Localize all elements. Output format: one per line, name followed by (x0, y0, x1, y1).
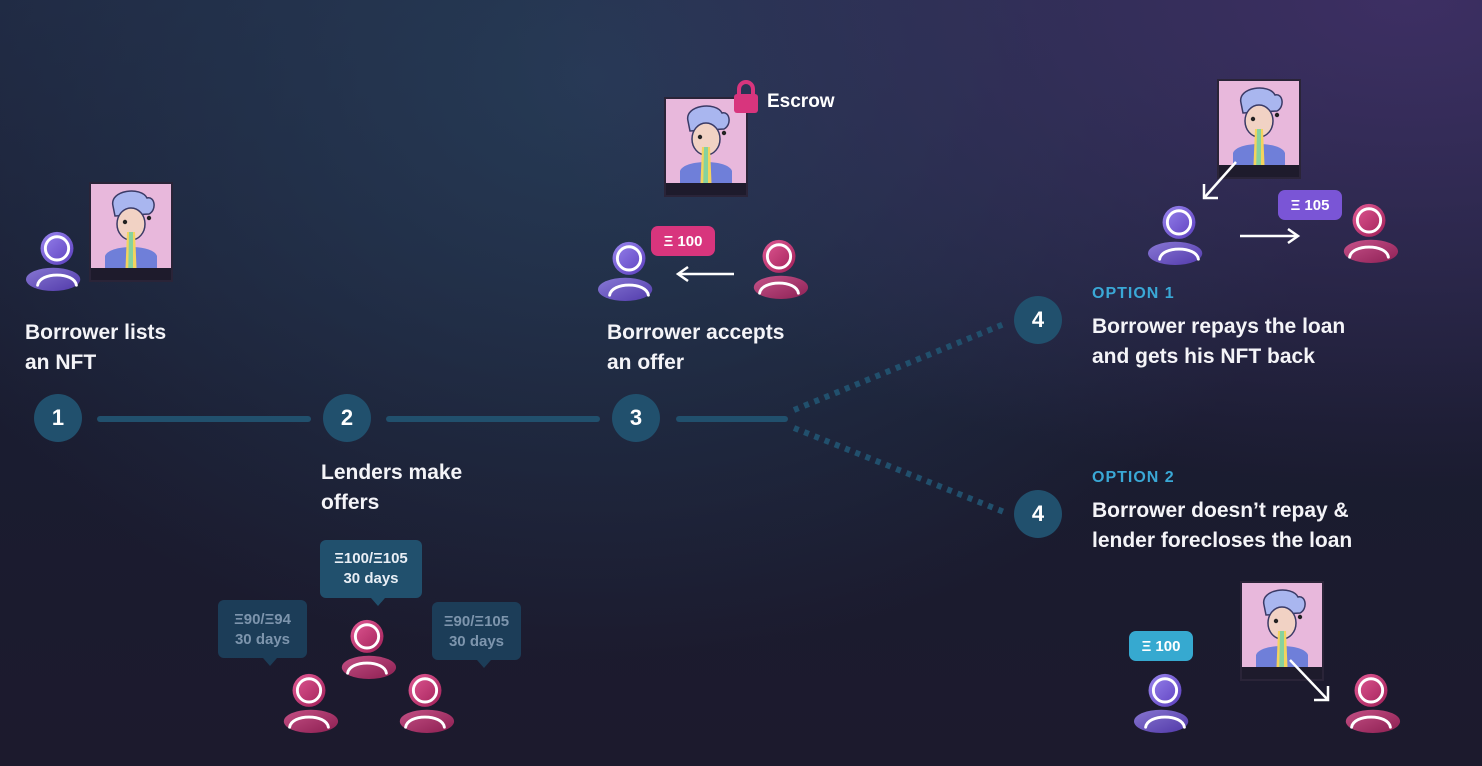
timeline-segment-1-2 (97, 416, 311, 422)
nft-card-escrow (664, 97, 748, 197)
offer-bubble-2: Ξ100/Ξ105 30 days (320, 540, 422, 606)
step-2-title: Lenders make offers (321, 461, 463, 514)
option-1-title: Borrower repays the loan and gets his NF… (1092, 315, 1346, 368)
repay-amount-badge: Ξ 105 (1278, 190, 1342, 220)
lender-avatar-option-1 (1338, 200, 1400, 264)
step-1-title: Borrower lists an NFT (25, 321, 167, 374)
nft-transfer-arrow-icon (1289, 659, 1330, 702)
step-2-circle: 2 (323, 394, 371, 442)
lender-avatar-option-2 (1340, 670, 1402, 734)
step-4-option-1-circle: 4 (1014, 296, 1062, 344)
arrow-left-icon (675, 265, 734, 283)
timeline-segment-3-branch (676, 416, 788, 422)
lender-avatar-step-3 (748, 236, 810, 300)
nft-card-option-1 (1217, 79, 1301, 179)
step-3-title: Borrower accepts an offer (607, 321, 785, 374)
option-2-title: Borrower doesn’t repay & lender foreclos… (1092, 499, 1353, 552)
escrow-label: Escrow (767, 91, 835, 112)
timeline-segment-2-3 (386, 416, 600, 422)
borrower-avatar-option-2 (1134, 670, 1196, 734)
accepted-offer-badge: Ξ 100 (651, 226, 715, 256)
borrower-avatar-step-1 (26, 228, 88, 292)
option-1-label: OPTION 1 (1092, 285, 1175, 302)
option-2-label: OPTION 2 (1092, 469, 1175, 486)
branch-dotted-lines (792, 321, 1006, 515)
borrower-avatar-option-1 (1148, 202, 1210, 266)
nft-card-step-1 (89, 182, 173, 282)
nft-return-arrow-icon (1202, 161, 1237, 200)
offer-bubble-1: Ξ90/Ξ94 30 days (218, 600, 307, 666)
nft-card-option-2 (1240, 581, 1324, 681)
foreclose-amount-badge: Ξ 100 (1129, 631, 1193, 661)
lock-icon (734, 80, 758, 113)
lender-avatar-offer-3 (394, 670, 456, 734)
step-1-circle: 1 (34, 394, 82, 442)
offer-bubble-3: Ξ90/Ξ105 30 days (432, 602, 521, 668)
nft-image (91, 184, 171, 280)
step-3-circle: 3 (612, 394, 660, 442)
lender-avatar-offer-2 (336, 616, 398, 680)
lender-avatar-offer-1 (278, 670, 340, 734)
arrow-right-icon (1240, 227, 1301, 245)
step-4-option-2-circle: 4 (1014, 490, 1062, 538)
